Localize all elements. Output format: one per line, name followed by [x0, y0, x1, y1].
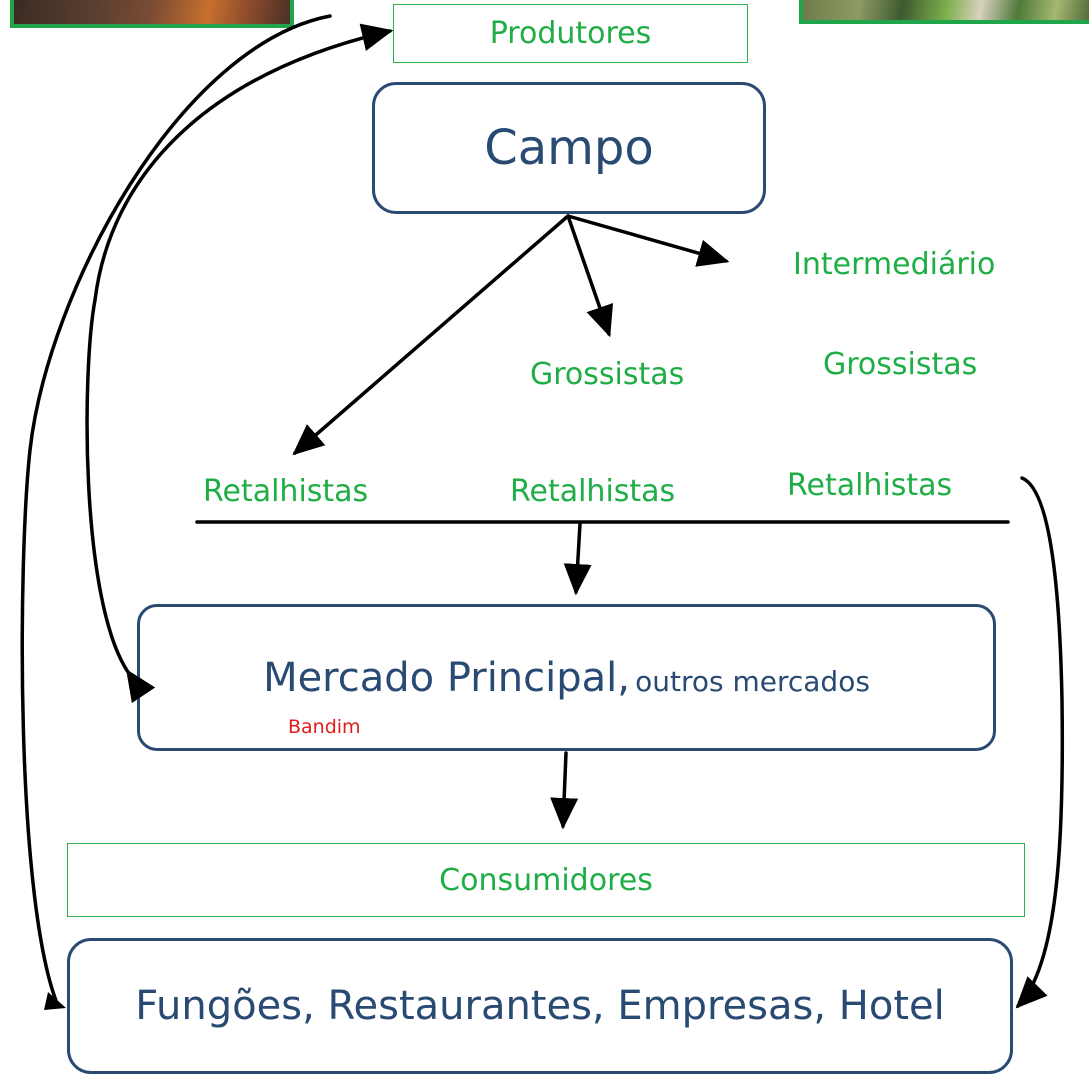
arrow-mercado-to-consumidores: [550, 751, 579, 830]
arrow-separator-to-mercado: [563, 522, 592, 596]
mercado-sub-label: outros mercados: [635, 664, 870, 698]
intermediario-label: Intermediário: [793, 247, 996, 282]
arrowhead-left-final: [44, 992, 66, 1010]
produtores-label: Produtores: [489, 16, 652, 51]
arrow-campo-to-intermediario: [566, 214, 730, 267]
curve-produtores-to-mercado: [85, 23, 394, 704]
produtores-label-box: Produtores: [393, 4, 748, 63]
produce-photo-left: [10, 0, 294, 28]
consumidores-label: Consumidores: [439, 862, 653, 898]
campo-label: Campo: [484, 120, 654, 176]
curve-retalhistas-to-final: [1015, 476, 1065, 1009]
mercado-node: Mercado Principal, outros mercados: [137, 604, 996, 751]
consumidores-label-box: Consumidores: [67, 843, 1025, 917]
final-consumers-node: Fungões, Restaurantes, Empresas, Hotel: [67, 938, 1013, 1074]
retalhistas-right-label: Retalhistas: [787, 468, 953, 503]
grossistas-right-label: Grossistas: [823, 347, 978, 382]
mercado-main-label: Mercado Principal,: [263, 654, 630, 701]
produce-photo-right: [799, 0, 1089, 24]
campo-node: Campo: [372, 82, 766, 214]
retalhistas-center-label: Retalhistas: [510, 474, 676, 509]
arrow-campo-to-retalhistas: [292, 214, 570, 456]
final-consumers-label: Fungões, Restaurantes, Empresas, Hotel: [135, 983, 945, 1029]
bandim-note: Bandim: [288, 716, 361, 738]
grossistas-center-label: Grossistas: [530, 357, 685, 392]
retalhistas-left-label: Retalhistas: [203, 474, 369, 509]
arrow-campo-to-grossistas: [566, 214, 614, 338]
